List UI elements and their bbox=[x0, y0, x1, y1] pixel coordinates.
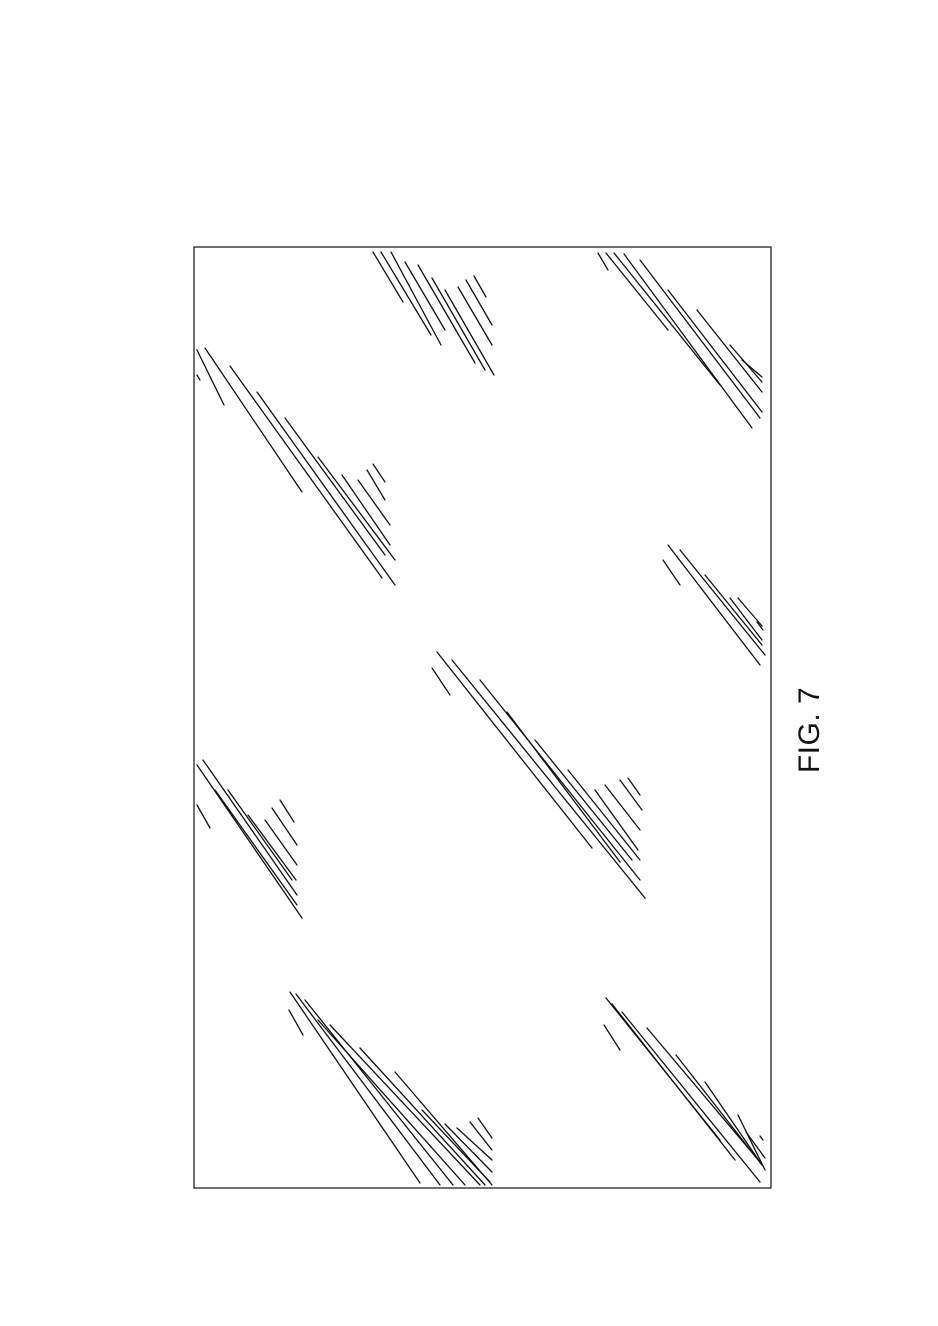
hatch-line bbox=[197, 805, 210, 828]
hatch-line bbox=[705, 1082, 762, 1165]
hatch-line bbox=[697, 310, 762, 392]
hatch-line bbox=[197, 350, 224, 405]
hatch-line bbox=[606, 253, 668, 330]
hatch-line bbox=[437, 652, 592, 848]
hatch-line bbox=[432, 668, 450, 695]
hatch-line bbox=[205, 348, 302, 492]
hatch-line bbox=[738, 1115, 765, 1170]
hatch-group-2 bbox=[598, 253, 762, 428]
hatch-line bbox=[280, 800, 294, 822]
hatch-line bbox=[391, 252, 441, 345]
hatch-line bbox=[318, 457, 395, 560]
hatch-group-5 bbox=[432, 652, 645, 898]
hatch-line bbox=[647, 1028, 760, 1162]
hatch-line bbox=[598, 253, 608, 270]
hatch-line bbox=[466, 280, 492, 325]
hatch-line bbox=[742, 360, 762, 377]
hatch-line bbox=[738, 598, 762, 626]
hatch-group-6 bbox=[197, 760, 302, 918]
hatch-line bbox=[373, 464, 385, 482]
hatch-line bbox=[373, 252, 403, 302]
hatch-line bbox=[360, 1048, 485, 1185]
hatch-line bbox=[296, 994, 440, 1185]
hatch-line bbox=[668, 545, 760, 665]
hatch-line bbox=[760, 1136, 763, 1140]
hatch-line bbox=[507, 712, 620, 862]
hatch-line bbox=[432, 278, 485, 370]
hatch-line bbox=[730, 598, 762, 640]
hatch-line bbox=[612, 1004, 735, 1160]
hatch-line bbox=[640, 260, 760, 418]
hatch-line bbox=[474, 276, 486, 297]
hatch-line bbox=[230, 366, 382, 578]
hatch-line bbox=[342, 475, 390, 545]
hatch-line bbox=[318, 1020, 465, 1185]
hatch-line bbox=[203, 760, 297, 895]
hatch-line bbox=[257, 392, 395, 585]
hatch-line bbox=[197, 765, 302, 918]
hatch-line bbox=[265, 820, 297, 865]
hatch-line bbox=[470, 1122, 492, 1150]
hatch-line bbox=[285, 418, 385, 555]
hatch-group-8 bbox=[604, 998, 765, 1182]
hatch-line bbox=[604, 1025, 620, 1050]
hatch-line bbox=[705, 575, 762, 645]
hatch-line bbox=[480, 680, 640, 880]
hatch-line bbox=[272, 808, 297, 845]
hatch-group-1 bbox=[373, 252, 494, 375]
hatch-line bbox=[305, 1000, 453, 1185]
hatch-line bbox=[668, 290, 762, 412]
hatch-line bbox=[358, 480, 390, 525]
hatch-line bbox=[620, 780, 642, 810]
hatch-line bbox=[624, 254, 752, 428]
hatch-line bbox=[290, 992, 420, 1183]
hatch-line bbox=[452, 660, 645, 898]
hatch-line bbox=[663, 560, 680, 585]
hatch-line bbox=[405, 262, 445, 330]
hatch-line bbox=[289, 1010, 303, 1035]
hatch-line bbox=[622, 1012, 760, 1182]
figure-caption: FIG. 7 bbox=[793, 687, 827, 773]
hatch-line bbox=[676, 1055, 762, 1165]
hatch-group-3 bbox=[197, 348, 395, 585]
hatch-line bbox=[197, 375, 200, 380]
hatch-line-groups bbox=[197, 252, 765, 1185]
hatch-group-7 bbox=[289, 992, 492, 1185]
hatch-line bbox=[680, 550, 765, 655]
hatch-line bbox=[445, 290, 494, 375]
hatch-group-4 bbox=[663, 545, 765, 665]
figure-frame bbox=[194, 247, 771, 1188]
